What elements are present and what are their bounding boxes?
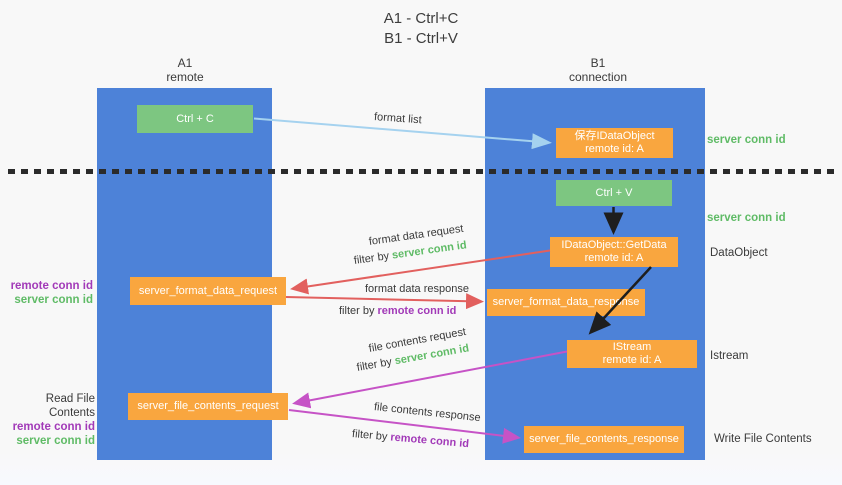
lane-b1-role: connection: [568, 70, 628, 84]
node-istream-line1: IStream: [612, 341, 652, 353]
edge-label-file-contents-response: file contents response: [373, 401, 482, 425]
annotation-server-conn-id-top: server conn id: [707, 134, 786, 146]
lane-header-b1: B1 connection: [538, 56, 658, 84]
node-getdata-line1: IDataObject::GetData: [561, 239, 667, 251]
arrow-format-data-response: [285, 293, 484, 310]
node-save-idataobject-line1: 保存IDataObject: [574, 130, 655, 142]
diagram-title: A1 - Ctrl+C B1 - Ctrl+V: [0, 9, 842, 49]
annotation-remote-conn-id-2: remote conn id: [12, 421, 95, 433]
node-ctrl-c: Ctrl + C: [137, 105, 253, 133]
annotation-dataobject: DataObject: [710, 247, 768, 259]
filter-by-text: filter by: [355, 355, 393, 374]
node-save-idataobject-line2: remote id: A: [585, 143, 644, 155]
node-server-format-data-response: server_format_data_response: [487, 289, 645, 316]
node-ctrl-c-label: Ctrl + C: [176, 112, 214, 125]
remote-conn-id-text: remote conn id: [377, 305, 457, 317]
annotation-server-conn-id-1: server conn id: [14, 294, 93, 306]
node-file-response-label: server_file_contents_response: [529, 433, 679, 445]
lane-b1-id: B1: [590, 56, 606, 70]
node-ctrl-v: Ctrl + V: [556, 180, 672, 206]
node-istream-line2: remote id: A: [602, 354, 662, 366]
node-server-format-data-request: server_format_data_request: [130, 277, 286, 305]
edge-label-filter-by-remote-conn-id-1: filter by remote conn id: [339, 305, 456, 318]
node-file-request-label: server_file_contents_request: [137, 400, 279, 412]
node-getdata-line2: remote id: A: [584, 252, 644, 264]
lane-a1-id: A1: [177, 56, 193, 70]
node-idataobject-getdata: IDataObject::GetData remote id: A: [550, 237, 678, 267]
remote-conn-id-text: remote conn id: [389, 431, 470, 451]
lane-a1-role: remote: [166, 70, 204, 84]
annotation-server-conn-id-2: server conn id: [16, 435, 95, 447]
filter-by-text: filter by: [353, 250, 390, 267]
filter-by-text: filter by: [351, 428, 388, 444]
annotation-remote-conn-id-1: remote conn id: [10, 280, 93, 292]
title-line-1: A1 - Ctrl+C: [383, 10, 459, 27]
edge-label-format-data-response: format data response: [365, 283, 469, 295]
node-istream: IStream remote id: A: [567, 340, 697, 368]
annotation-conn-ids-format: remote conn id server conn id: [0, 279, 93, 307]
edge-label-format-list: format list: [373, 111, 423, 127]
node-save-idataobject: 保存IDataObject remote id: A: [556, 128, 673, 158]
annotation-read-file-contents-group: Read File Contents remote conn id server…: [0, 392, 95, 448]
node-server-file-contents-response: server_file_contents_response: [524, 426, 684, 453]
node-server-file-contents-request: server_file_contents_request: [128, 393, 288, 420]
annotation-server-conn-id-mid: server conn id: [707, 212, 786, 224]
lane-header-a1: A1 remote: [125, 56, 245, 84]
node-ctrl-v-label: Ctrl + V: [595, 186, 633, 199]
edge-label-filter-by-remote-conn-id-2: filter by remote conn id: [351, 428, 470, 451]
annotation-istream: Istream: [710, 350, 749, 362]
node-format-request-label: server_format_data_request: [138, 284, 278, 297]
title-line-2: B1 - Ctrl+V: [384, 30, 458, 47]
node-format-response-label: server_format_data_response: [492, 296, 640, 308]
filter-by-text: filter by: [339, 305, 375, 317]
phase-separator-dotted-line: [8, 169, 834, 174]
annotation-read-file-contents: Read File Contents: [45, 393, 95, 419]
annotation-write-file-contents: Write File Contents: [714, 433, 812, 445]
